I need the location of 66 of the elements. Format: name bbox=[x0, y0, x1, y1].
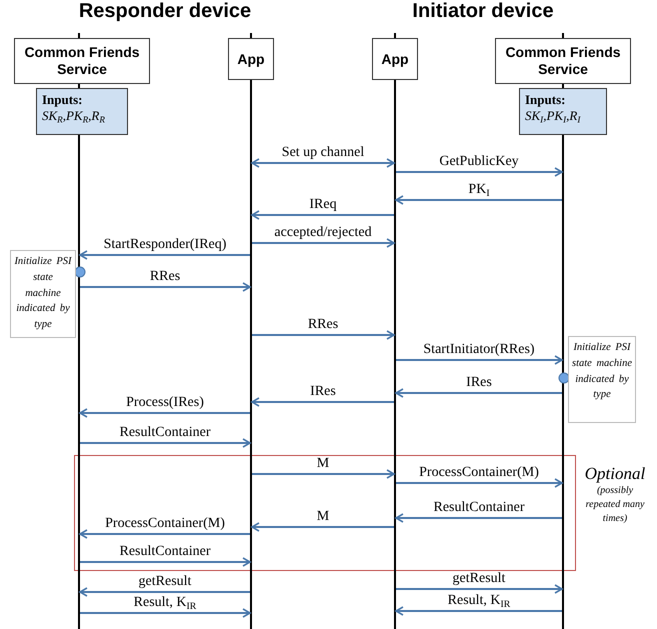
lifeline bbox=[562, 84, 564, 629]
edge-label: ResultContainer bbox=[118, 425, 212, 441]
message-arrow bbox=[79, 408, 250, 418]
edge-label: M bbox=[316, 456, 330, 472]
participant-box: Common Friends Service bbox=[495, 38, 631, 84]
edge-label: IReq bbox=[308, 197, 338, 213]
inputs-box bbox=[36, 88, 128, 135]
edge-label: getResult bbox=[452, 571, 506, 587]
message-arrow bbox=[395, 513, 562, 523]
inputs-values: SK$_{I}$,PK$_{I}$,R$_{I}$ bbox=[525, 108, 582, 124]
edge-label: Result, K$_{IR}$ bbox=[132, 595, 198, 611]
message-arrow bbox=[80, 557, 251, 567]
device-heading: Responder device bbox=[78, 0, 252, 23]
edge-label: Set up channel bbox=[280, 145, 366, 161]
message-arrow bbox=[395, 195, 562, 205]
message-arrow bbox=[251, 210, 394, 220]
message-arrow bbox=[252, 330, 395, 340]
inputs-box bbox=[519, 88, 607, 135]
edge-label: getResult bbox=[138, 574, 192, 590]
edge-label: RRes bbox=[306, 317, 340, 333]
message-arrow bbox=[396, 584, 563, 594]
participant-box: Common Friends Service bbox=[14, 38, 150, 84]
edge-label: ProcessContainer(M) bbox=[418, 465, 540, 481]
inputs-heading: Inputs: bbox=[42, 92, 84, 108]
message-arrow bbox=[80, 438, 251, 448]
message-arrow bbox=[251, 397, 394, 407]
edge-label: Result, K$_{IR}$ bbox=[446, 593, 512, 609]
message-arrow bbox=[80, 608, 251, 618]
lifeline bbox=[394, 80, 396, 629]
message-arrow bbox=[252, 469, 395, 479]
inputs-heading: Inputs: bbox=[525, 92, 566, 108]
edge-label: Process(IRes) bbox=[125, 395, 205, 411]
lifeline bbox=[78, 84, 80, 629]
edge-label: ProcessContainer(M) bbox=[104, 516, 226, 532]
message-arrow bbox=[396, 478, 563, 488]
edge-label: ResultContainer bbox=[118, 544, 212, 560]
message-arrow bbox=[79, 587, 250, 597]
note-box: Initialize PSI state machine indicated by type bbox=[568, 336, 636, 423]
edge-label: StartInitiator(RRes) bbox=[422, 342, 536, 358]
edge-label: StartResponder(IReq) bbox=[102, 237, 228, 253]
message-arrow bbox=[80, 282, 251, 292]
frame-heading: Optional bbox=[584, 464, 646, 484]
inputs-values: SK$_{R}$,PK$_{R}$,R$_{R}$ bbox=[42, 108, 106, 124]
message-arrow bbox=[395, 606, 562, 616]
message-arrow bbox=[251, 158, 395, 168]
participant-box: App bbox=[228, 38, 274, 80]
edge-label: IRes bbox=[309, 384, 337, 400]
participant-box: App bbox=[372, 38, 418, 80]
note-box: Initialize PSI state machine indicated by type bbox=[10, 250, 76, 338]
message-arrow bbox=[396, 355, 563, 365]
device-heading: Initiator device bbox=[412, 0, 554, 23]
message-arrow bbox=[79, 529, 250, 539]
edge-label: GetPublicKey bbox=[438, 154, 520, 170]
lifeline bbox=[250, 80, 252, 629]
message-arrow bbox=[251, 522, 394, 532]
edge-label: PK$_{I}$ bbox=[467, 182, 491, 198]
edge-label: RRes bbox=[148, 269, 182, 285]
message-arrow bbox=[252, 238, 395, 248]
message-arrow bbox=[396, 167, 563, 177]
edge-label: ResultContainer bbox=[432, 500, 526, 516]
message-arrow bbox=[79, 250, 250, 260]
edge-label: accepted/rejected bbox=[273, 225, 373, 241]
edge-label: M bbox=[316, 509, 330, 525]
message-arrow bbox=[395, 388, 562, 398]
frame-note: (possibly repeated many times) bbox=[584, 484, 646, 526]
edge-label: IRes bbox=[465, 375, 493, 391]
